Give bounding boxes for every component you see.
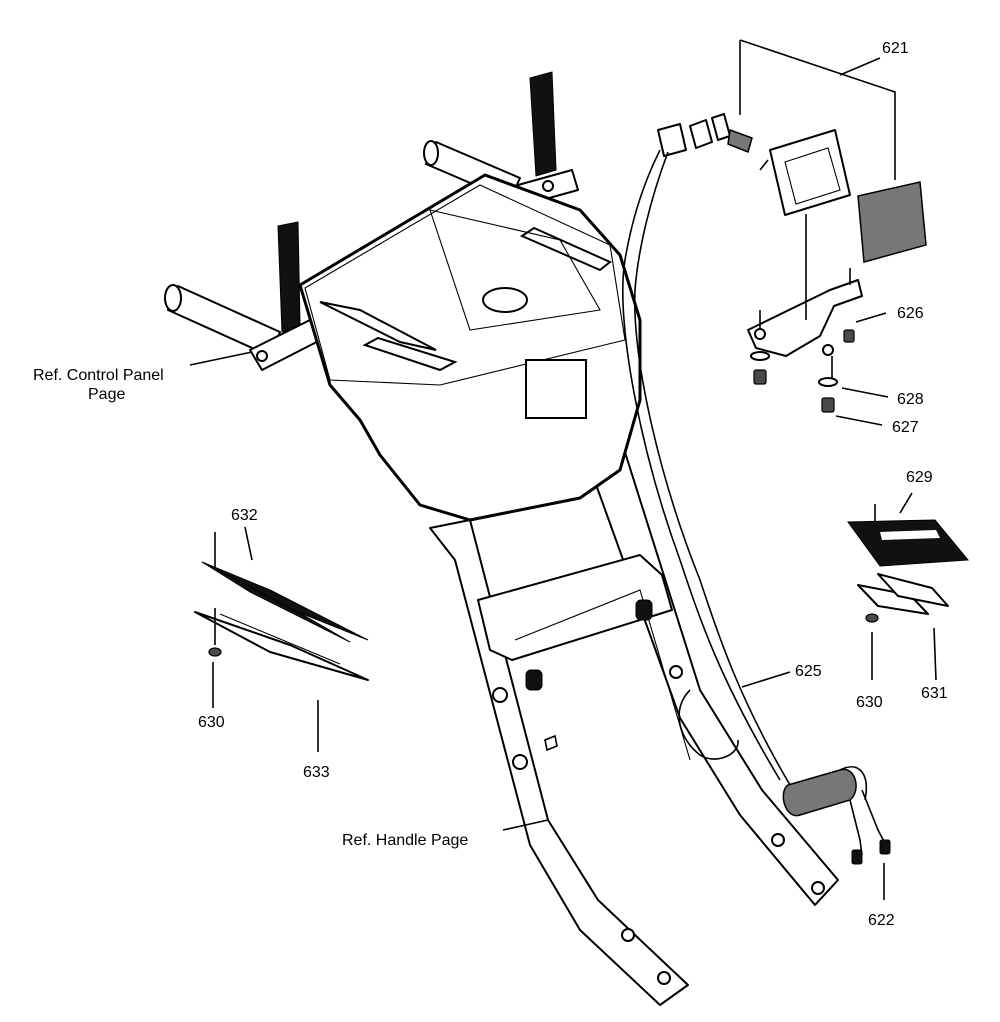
label-628: 628: [897, 391, 924, 408]
label-632: 632: [231, 507, 258, 524]
leader-lines: [189, 57, 937, 900]
label-630-left: 630: [198, 714, 225, 731]
control-panel-assembly: [164, 71, 642, 522]
wiring-harness-622: [622, 149, 891, 865]
headlight-hardware: [750, 329, 855, 413]
label-621: 621: [882, 40, 909, 57]
ref-control-panel-line1: Ref. Control Panel: [33, 367, 164, 384]
label-627: 627: [892, 419, 919, 436]
part-labels: 621 626 628 627 629 632 630 633 625 630 …: [33, 40, 948, 929]
ref-control-panel-line2: Page: [88, 386, 125, 403]
handle-frame: [429, 429, 839, 1006]
label-630-right: 630: [856, 694, 883, 711]
label-633: 633: [303, 764, 330, 781]
decal-629-assembly: [847, 504, 970, 623]
ref-handle-page: Ref. Handle Page: [342, 832, 468, 849]
label-626: 626: [897, 305, 924, 322]
label-631: 631: [921, 685, 948, 702]
label-625: 625: [795, 663, 822, 680]
decal-632-assembly: [194, 532, 369, 681]
headlight-assembly-621: [657, 39, 927, 357]
label-629: 629: [906, 469, 933, 486]
label-622: 622: [868, 912, 895, 929]
